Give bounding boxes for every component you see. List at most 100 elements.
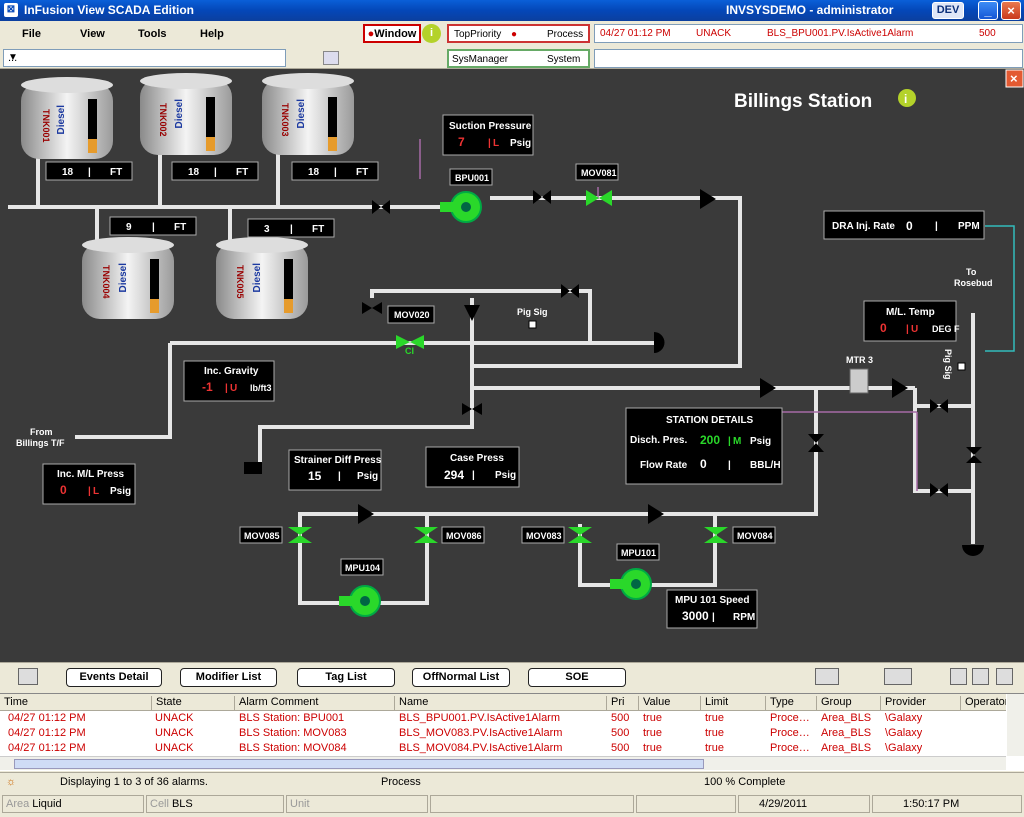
info-icon[interactable]: i	[422, 24, 441, 43]
suction-pressure-box[interactable]	[442, 114, 534, 156]
col-provider[interactable]: Provider	[880, 696, 960, 710]
valve-return[interactable]	[808, 434, 824, 452]
valve-mov085[interactable]	[288, 527, 312, 543]
check-valve-b[interactable]	[464, 305, 480, 321]
pump-mpu104[interactable]	[339, 585, 381, 617]
col-alarm-comment[interactable]: Alarm Comment	[234, 696, 394, 710]
valve-mainline[interactable]	[966, 447, 982, 463]
sound-icon[interactable]	[884, 668, 912, 685]
col-pri[interactable]: Pri	[606, 696, 638, 710]
inc-gravity-box[interactable]	[183, 360, 275, 402]
pump-bpu001[interactable]	[440, 191, 482, 223]
check-valve[interactable]	[700, 189, 716, 209]
col-state[interactable]: State	[151, 696, 233, 710]
horizontal-scrollbar[interactable]	[0, 756, 1006, 770]
col-type[interactable]: Type	[765, 696, 816, 710]
mov085-tag[interactable]	[239, 526, 283, 544]
navigation-combo[interactable]: ...▼	[3, 49, 286, 67]
mov084-tag[interactable]	[732, 526, 776, 544]
layout-split-icon[interactable]	[972, 668, 989, 685]
valve-mov020[interactable]	[396, 335, 424, 349]
col-limit[interactable]: Limit	[700, 696, 765, 710]
process-button[interactable]: Process	[547, 29, 584, 40]
scroll-thumb[interactable]	[14, 759, 704, 769]
ml-temp-box[interactable]	[863, 300, 957, 342]
dra-injection-box[interactable]	[823, 210, 985, 240]
cell-type: Proce…	[770, 712, 810, 724]
col-operator[interactable]: Operator	[960, 696, 1006, 710]
valve-mov081[interactable]	[586, 190, 612, 206]
layout-icon[interactable]	[323, 51, 339, 65]
layout-single-icon[interactable]	[950, 668, 967, 685]
tab-events-detail[interactable]: Events Detail	[66, 668, 162, 687]
alarm-banner-secondary[interactable]	[594, 49, 1023, 68]
database-icon[interactable]	[18, 668, 38, 685]
close-graphic-button[interactable]	[1005, 69, 1024, 88]
inc-ml-press-box[interactable]	[42, 463, 136, 505]
col-group[interactable]: Group	[816, 696, 880, 710]
window-user: INVSYSDEMO - administrator	[726, 3, 894, 17]
mpu-speed-label: MPU 101 Speed	[675, 595, 749, 606]
valve-mov086[interactable]	[414, 527, 438, 543]
valve-bypass-d[interactable]	[930, 483, 948, 497]
mpu101-speed-box[interactable]	[666, 589, 758, 629]
col-name[interactable]: Name	[394, 696, 606, 710]
valve-mov083[interactable]	[568, 527, 592, 543]
col-time[interactable]: Time	[4, 696, 29, 708]
minimize-button[interactable]: _	[978, 1, 998, 20]
tab-tag-list[interactable]: Tag List	[297, 668, 395, 687]
meter-icon[interactable]	[849, 368, 869, 394]
close-window-button[interactable]: ×	[1001, 1, 1021, 20]
check-valve-f[interactable]	[648, 504, 664, 524]
mov081-tag[interactable]	[575, 163, 619, 181]
strainer-diff-press-box[interactable]	[288, 449, 382, 491]
valves[interactable]	[244, 189, 984, 556]
mov083-tag[interactable]	[521, 526, 565, 544]
mov086-tag[interactable]	[441, 526, 485, 544]
valve-discharge[interactable]	[533, 190, 551, 204]
valve-suction[interactable]	[372, 200, 390, 214]
acknowledge-icon[interactable]	[815, 668, 839, 685]
inc-gravity-unit: lb/ft3	[250, 383, 272, 393]
menu-view[interactable]: View	[80, 28, 105, 40]
case-press-box[interactable]	[425, 446, 520, 488]
tab-modifier-list[interactable]: Modifier List	[180, 668, 277, 687]
station-info-icon[interactable]	[898, 89, 916, 107]
sysmanager-button[interactable]: SysManager	[452, 54, 509, 65]
check-valve-c[interactable]	[760, 378, 776, 398]
mpu101-tag[interactable]	[616, 543, 660, 561]
col-value[interactable]: Value	[638, 696, 700, 710]
tab-offnormal-list[interactable]: OffNormal List	[412, 668, 510, 687]
menu-help[interactable]: Help	[200, 28, 224, 40]
cell-provider: \Galaxy	[885, 742, 923, 754]
check-valve-e[interactable]	[358, 504, 374, 524]
alarm-banner[interactable]: 04/27 01:12 PM UNACK BLS_BPU001.PV.IsAct…	[594, 24, 1023, 43]
valve-mov084[interactable]	[704, 527, 728, 543]
station-details-panel[interactable]	[625, 407, 783, 485]
valve-branch[interactable]	[462, 403, 482, 415]
top-priority-button[interactable]: TopPriority	[454, 29, 502, 40]
valve-bypass-a[interactable]	[362, 302, 382, 314]
layout-full-icon[interactable]	[996, 668, 1013, 685]
vertical-scrollbar[interactable]	[1007, 694, 1024, 756]
dropdown-arrow-icon[interactable]: ▼	[8, 52, 18, 63]
check-valve-d[interactable]	[892, 378, 908, 398]
valve-bypass-c[interactable]	[930, 399, 948, 413]
bpu001-tag[interactable]	[449, 168, 493, 186]
mpu-speed-unit: RPM	[733, 612, 755, 623]
tank-product-label: Diesel	[174, 99, 185, 129]
tab-soe[interactable]: SOE	[528, 668, 626, 687]
pump-mpu101[interactable]	[610, 568, 652, 600]
dev-button[interactable]: DEV	[932, 2, 964, 19]
menu-tools[interactable]: Tools	[138, 28, 167, 40]
system-button[interactable]: System	[547, 54, 581, 65]
valve-bypass-b[interactable]	[561, 284, 579, 298]
window-button[interactable]: ●Window	[363, 24, 421, 43]
ml-temp-value: 0	[880, 321, 887, 335]
menu-file[interactable]: File	[22, 28, 41, 40]
mov020-tag[interactable]	[387, 305, 435, 324]
mpu104-tag[interactable]	[340, 558, 384, 576]
